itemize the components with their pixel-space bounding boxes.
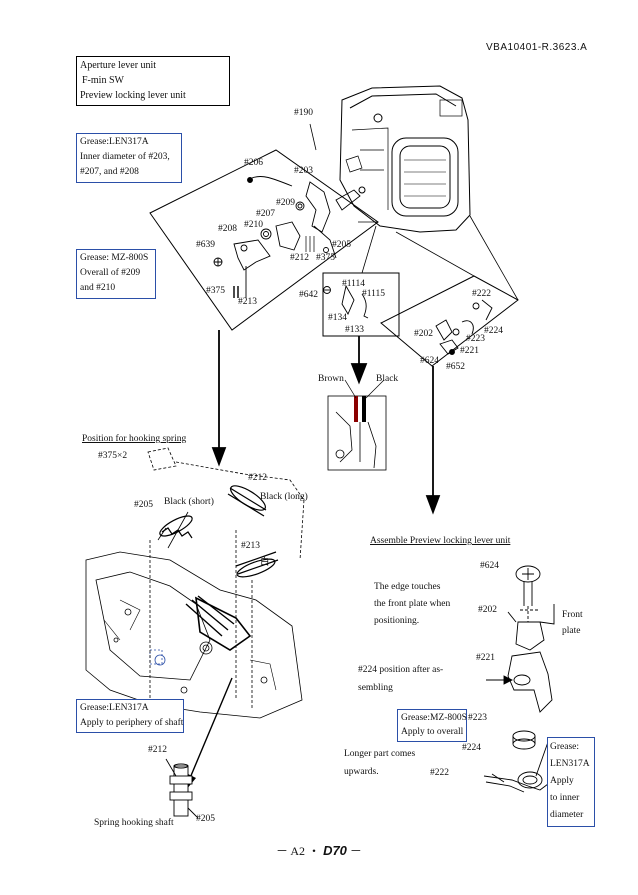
- exploded-parts-right: [435, 299, 493, 355]
- page-footer: － A2 ・ D70 －: [0, 842, 638, 859]
- title-line-2: F-min SW: [82, 75, 124, 86]
- grease-note-len317a-right: Grease: LEN317A Apply to inner diameter: [547, 737, 595, 827]
- longer-note-line: upwards.: [344, 767, 379, 777]
- part-label-208: #208: [218, 224, 237, 234]
- assemble-label-222: #222: [430, 768, 449, 778]
- spring-label-212: #212: [248, 473, 267, 483]
- part-label-1115: #1115: [362, 289, 386, 299]
- part-label-190: #190: [294, 108, 313, 118]
- title-line-1: Aperture lever unit: [80, 60, 157, 71]
- grease-note-mz800s-right: Grease:MZ-800S Apply to overall: [397, 709, 467, 742]
- footer-prefix: － A2 ・: [276, 844, 321, 858]
- part-label-203: #203: [294, 166, 313, 176]
- assemble-label-624: #624: [480, 561, 499, 571]
- part-label-1114: #1114: [342, 279, 366, 289]
- part-label-639: #639: [196, 240, 215, 250]
- part-label-624: #624: [420, 356, 439, 366]
- grease-note-line: Grease: MZ-800S: [80, 253, 149, 263]
- grease-note-line: Grease:LEN317A: [80, 703, 149, 713]
- part-label-222: #222: [472, 289, 491, 299]
- part-label-375-top: #375: [316, 253, 335, 263]
- front-plate-line: Front: [562, 610, 583, 620]
- title-line-3: Preview locking lever unit: [80, 90, 186, 101]
- edge-note-line: the front plate when: [374, 599, 451, 609]
- p224-note-line: #224 position after as-: [358, 665, 444, 675]
- edge-note-line: positioning.: [374, 616, 420, 626]
- grease-note-line: Grease:LEN317A: [80, 137, 149, 147]
- spring-hooking-shaft-drawing: [165, 758, 199, 819]
- part-label-224: #224: [484, 326, 503, 336]
- grease-note-len317a-shaft: Grease:LEN317A Apply to periphery of sha…: [76, 699, 184, 733]
- assemble-section-heading: Assemble Preview locking lever unit: [370, 536, 511, 546]
- part-label-133: #133: [345, 325, 364, 335]
- p224-position-note: #224 position after as- sembling: [358, 661, 443, 697]
- footer-suffix: －: [349, 844, 362, 858]
- assemble-label-224: #224: [462, 743, 481, 753]
- grease-note-line: Overall of #209: [80, 268, 141, 278]
- grease-note-line: #207, and #208: [80, 167, 139, 177]
- spring-label-black-short: Black (short): [164, 497, 214, 507]
- part-label-213: #213: [238, 297, 257, 307]
- part-label-375: #375: [206, 286, 225, 296]
- exploded-parts-middle: [323, 284, 369, 319]
- spring-label-213: #213: [241, 541, 260, 551]
- front-plate-label: Front plate: [562, 607, 583, 639]
- part-label-202: #202: [414, 329, 433, 339]
- grease-note-line: Apply to periphery of shaft: [80, 718, 184, 728]
- document-code: VBA10401-R.3623.A: [486, 42, 588, 53]
- spring-count-label: #375×2: [98, 451, 128, 461]
- spring-label-205: #205: [134, 500, 153, 510]
- grease-note-line: to inner: [550, 793, 580, 803]
- grease-note-mz800s-left: Grease: MZ-800S Overall of #209 and #210: [76, 249, 156, 299]
- part-label-206: #206: [244, 158, 263, 168]
- grease-note-line: Grease:: [550, 742, 580, 752]
- shaft-caption: Spring hooking shaft: [94, 818, 174, 828]
- longer-note-line: Longer part comes: [344, 749, 416, 759]
- part-label-209: #209: [276, 198, 295, 208]
- part-label-210: #210: [244, 220, 263, 230]
- wire-label-black: Black: [376, 374, 399, 384]
- grease-note-line: and #210: [80, 283, 116, 293]
- shaft-label-205: #205: [196, 814, 215, 824]
- spring-label-black-long: Black (long): [260, 492, 308, 502]
- part-label-134: #134: [328, 313, 347, 323]
- exploded-view-frame-middle: [322, 272, 400, 337]
- part-label-642: #642: [299, 290, 318, 300]
- part-label-652: #652: [446, 362, 465, 372]
- wire-closeup-drawing: [327, 379, 387, 471]
- part-label-207: #207: [256, 209, 275, 219]
- part-label-221: #221: [460, 346, 479, 356]
- p224-note-line: sembling: [358, 683, 393, 693]
- spring-section-heading: Position for hooking spring: [82, 434, 187, 444]
- shaft-label-212: #212: [148, 745, 167, 755]
- camera-body-drawing: [339, 85, 471, 233]
- edge-note: The edge touches the front plate when po…: [374, 579, 450, 630]
- exploded-parts-left: [213, 175, 361, 298]
- edge-note-line: The edge touches: [374, 582, 441, 592]
- grease-note-line: LEN317A: [550, 759, 590, 769]
- spring-hooking-drawing: [85, 447, 305, 719]
- grease-note-line: Apply to overall: [401, 727, 464, 737]
- front-plate-line: plate: [562, 626, 581, 636]
- part-label-205: #205: [332, 240, 351, 250]
- preview-lever-assembly-drawing: [483, 565, 555, 793]
- grease-note-len317a-top: Grease:LEN317A Inner diameter of #203, #…: [76, 133, 182, 183]
- longer-part-note: Longer part comes upwards.: [344, 745, 415, 781]
- footer-model: D70: [323, 843, 347, 858]
- wire-label-brown: Brown: [318, 374, 344, 384]
- grease-note-line: Apply: [550, 776, 574, 786]
- grease-note-line: Grease:MZ-800S: [401, 713, 467, 723]
- assemble-label-202: #202: [478, 605, 497, 615]
- spring-label-white: 白: [260, 558, 270, 568]
- grease-note-line: diameter: [550, 810, 584, 820]
- grease-note-line: Inner diameter of #203,: [80, 152, 170, 162]
- part-label-212: #212: [290, 253, 309, 263]
- part-label-223: #223: [466, 334, 485, 344]
- flow-arrows: [211, 330, 441, 515]
- title-box: Aperture lever unit F-min SW Preview loc…: [76, 56, 230, 106]
- assemble-label-221: #221: [476, 653, 495, 663]
- assemble-label-223: #223: [468, 713, 487, 723]
